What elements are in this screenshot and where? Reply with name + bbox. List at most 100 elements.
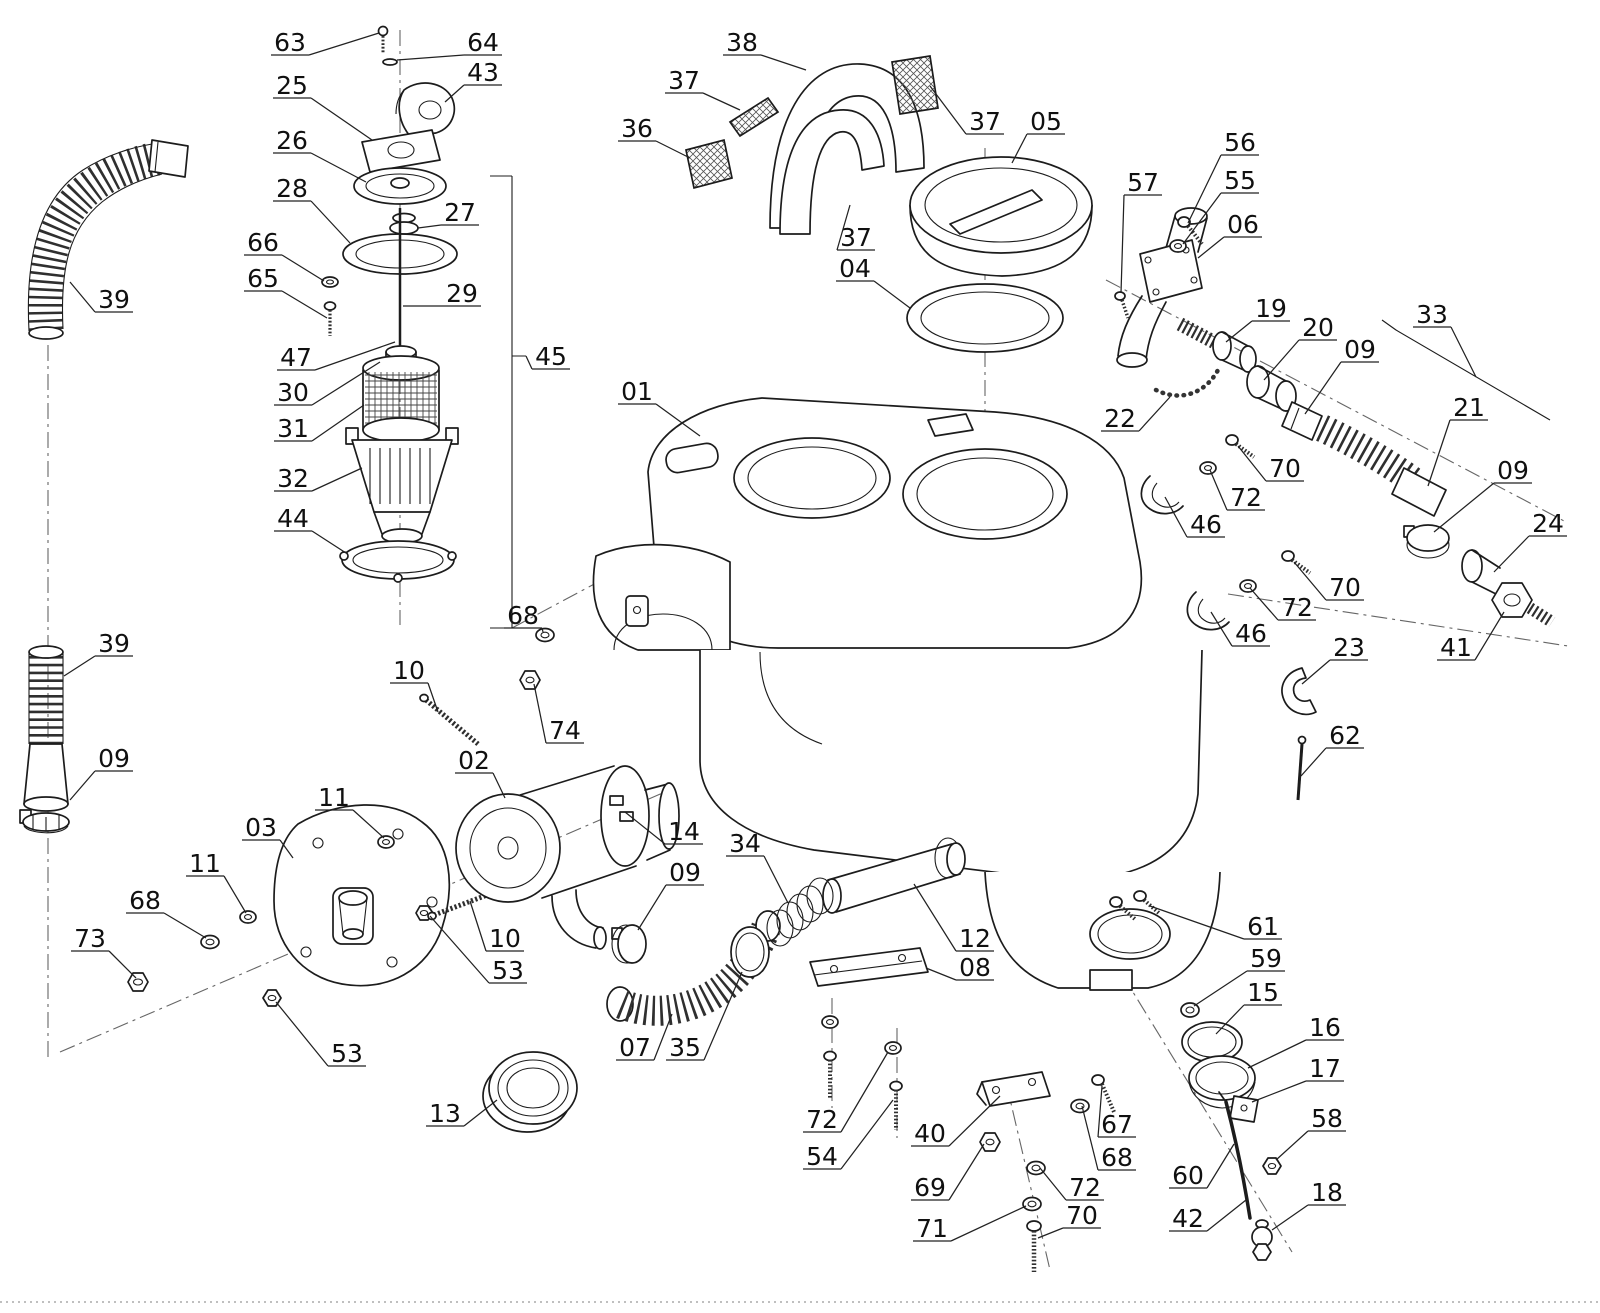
part-label-19: 19 bbox=[1255, 294, 1287, 323]
leader-line-53 bbox=[429, 915, 527, 984]
part-label-10: 10 bbox=[489, 924, 521, 953]
part-label-46: 46 bbox=[1190, 510, 1222, 539]
part-40-bracket-and-fasteners bbox=[976, 1071, 1116, 1272]
part-63-screw bbox=[377, 25, 389, 37]
leader-line-74 bbox=[533, 683, 584, 744]
part-21-33-drain-hose bbox=[1281, 319, 1551, 517]
part-label-10: 10 bbox=[393, 656, 425, 685]
leader-line-43 bbox=[444, 84, 502, 103]
part-03-mount-plate bbox=[273, 804, 451, 987]
leader-line-63 bbox=[271, 32, 380, 56]
part-label-17: 17 bbox=[1309, 1054, 1341, 1083]
part-label-45: 45 bbox=[535, 342, 567, 371]
leader-line-13 bbox=[426, 1099, 498, 1127]
part-09-clamp-right bbox=[1403, 524, 1450, 559]
part-67-screw bbox=[1091, 1074, 1105, 1086]
part-05-tank-lid bbox=[909, 156, 1093, 277]
part-label-24: 24 bbox=[1532, 509, 1564, 538]
leader-line-08 bbox=[925, 967, 994, 981]
part-label-69: 69 bbox=[914, 1173, 946, 1202]
leader-line-26 bbox=[273, 152, 367, 183]
part-label-15: 15 bbox=[1247, 978, 1279, 1007]
leader-line-12 bbox=[913, 883, 994, 952]
part-label-71: 71 bbox=[916, 1214, 948, 1243]
part-16-strainer bbox=[1188, 1055, 1256, 1101]
leader-line-70 bbox=[1037, 1227, 1101, 1239]
leader-line-01 bbox=[618, 403, 701, 437]
part-label-73: 73 bbox=[74, 924, 106, 953]
part-label-30: 30 bbox=[277, 378, 309, 407]
part-label-70: 70 bbox=[1269, 454, 1301, 483]
part-37-filter-pad-right bbox=[891, 55, 939, 115]
leader-line-11 bbox=[315, 809, 385, 839]
leader-line-41 bbox=[1437, 611, 1505, 661]
part-label-54: 54 bbox=[806, 1142, 838, 1171]
part-label-56: 56 bbox=[1224, 128, 1256, 157]
part-34-spring bbox=[766, 877, 834, 947]
part-32-cage bbox=[351, 439, 453, 513]
part-39-short-hose bbox=[23, 645, 69, 812]
part-71-washer bbox=[1022, 1196, 1042, 1212]
part-46-clamp-clips bbox=[1140, 475, 1230, 631]
leader-line-45 bbox=[525, 355, 570, 370]
filter-assembly bbox=[321, 25, 526, 629]
part-label-14: 14 bbox=[668, 817, 700, 846]
part-label-31: 31 bbox=[277, 414, 309, 443]
part-label-11: 11 bbox=[318, 783, 350, 812]
leader-line-58 bbox=[1275, 1130, 1346, 1161]
leader-line-37 bbox=[836, 204, 875, 251]
lower-right-drain-parts bbox=[1109, 890, 1282, 1261]
part-36-filter-pad bbox=[685, 138, 733, 190]
part-label-68: 68 bbox=[129, 886, 161, 915]
part-01-main-body bbox=[592, 397, 1221, 991]
leader-line-32 bbox=[274, 467, 363, 492]
part-62-rod bbox=[1296, 735, 1307, 801]
leader-line-72 bbox=[1249, 587, 1316, 621]
part-08-squeegee-plate bbox=[809, 947, 929, 1130]
leader-line-04 bbox=[836, 280, 911, 309]
part-56-screw bbox=[1177, 216, 1191, 228]
leader-line-27 bbox=[417, 224, 479, 229]
leader-line-20 bbox=[1263, 339, 1337, 381]
leader-line-18 bbox=[1271, 1204, 1346, 1231]
part-label-02: 02 bbox=[458, 746, 490, 775]
part-label-72: 72 bbox=[1069, 1173, 1101, 1202]
leader-line-07 bbox=[616, 1013, 673, 1061]
left-fastener-cluster bbox=[127, 910, 282, 1007]
part-72-washer-b bbox=[1026, 1160, 1046, 1176]
leader-line-33 bbox=[1413, 326, 1477, 378]
part-label-67: 67 bbox=[1101, 1110, 1133, 1139]
part-label-70: 70 bbox=[1329, 573, 1361, 602]
leader-line-09 bbox=[1304, 361, 1379, 415]
leader-line-37 bbox=[665, 92, 741, 111]
part-label-28: 28 bbox=[276, 174, 308, 203]
leader-line-11 bbox=[186, 875, 247, 914]
part-02-vacuum-motor bbox=[455, 765, 680, 950]
leader-line-39 bbox=[69, 281, 133, 313]
part-39-elbow-hose bbox=[27, 139, 189, 340]
part-label-64: 64 bbox=[467, 28, 499, 57]
part-label-11: 11 bbox=[189, 849, 221, 878]
leader-line-31 bbox=[274, 404, 365, 442]
part-label-05: 05 bbox=[1030, 107, 1062, 136]
leader-line-54 bbox=[803, 1099, 894, 1170]
part-37-inner-cover bbox=[779, 109, 885, 235]
part-label-55: 55 bbox=[1224, 166, 1256, 195]
part-label-29: 29 bbox=[446, 279, 478, 308]
leader-line-70 bbox=[1237, 445, 1304, 482]
leader-line-34 bbox=[726, 855, 789, 904]
part-label-60: 60 bbox=[1172, 1161, 1204, 1190]
leader-line-37 bbox=[929, 85, 1004, 135]
leader-line-24 bbox=[1493, 535, 1567, 573]
leader-line-09 bbox=[637, 884, 704, 931]
leader-line-47 bbox=[277, 341, 396, 371]
part-58-nut bbox=[1262, 1157, 1282, 1175]
part-17-flap bbox=[1229, 1095, 1259, 1123]
part-label-74: 74 bbox=[549, 716, 581, 745]
part-label-13: 13 bbox=[429, 1099, 461, 1128]
fasteners-70-72 bbox=[1199, 434, 1312, 593]
part-label-08: 08 bbox=[959, 953, 991, 982]
leader-line-66 bbox=[244, 254, 325, 282]
leader-line-67 bbox=[1097, 1085, 1136, 1138]
